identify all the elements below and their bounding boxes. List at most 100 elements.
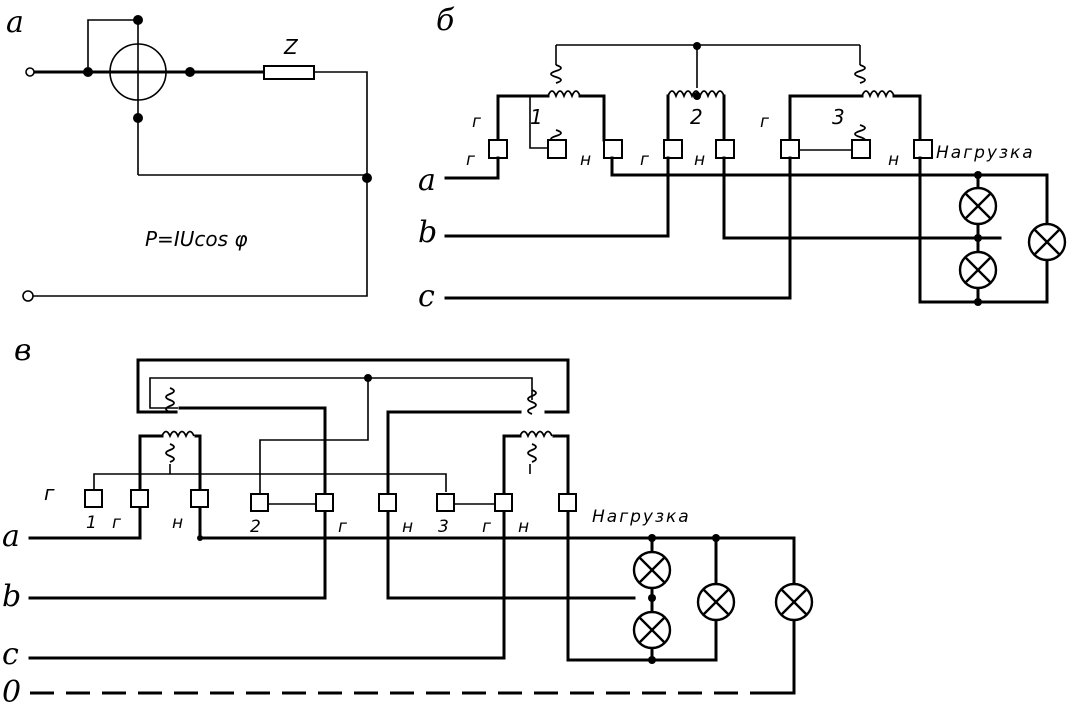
phase-b-label: b: [418, 215, 437, 250]
phase-a-line: [444, 156, 500, 180]
mark-n: н: [402, 517, 413, 537]
junction: [133, 15, 143, 25]
junction: [693, 92, 701, 100]
load-circuit: [30, 71, 368, 297]
mark-n: н: [580, 150, 591, 170]
element-3-coils: [854, 64, 895, 144]
junction: [648, 656, 656, 664]
terminal-n-1: [190, 489, 209, 508]
load-a-bus: [198, 506, 796, 586]
impedance-label: Z: [283, 35, 299, 59]
left-element-link: [178, 406, 327, 498]
phase-c-line: [28, 510, 506, 660]
mark-1: 1: [86, 513, 97, 533]
mark-3: 3: [438, 517, 449, 537]
terminal-3-n: [913, 139, 933, 159]
diagram-v-label: в: [14, 333, 31, 368]
right-element-coils: [519, 389, 553, 463]
terminal-v-1: [84, 489, 103, 508]
element-3-current-out: [892, 94, 922, 142]
junction: [197, 535, 203, 541]
load-label: Нагрузка: [592, 507, 691, 527]
input-terminal-bottom: [22, 290, 34, 302]
element-1-current-out: [578, 94, 606, 142]
mark-g: г: [44, 481, 55, 505]
voltage-crossbar: [93, 473, 447, 492]
terminal-n-2: [378, 493, 397, 512]
terminal-1-v: [547, 139, 567, 159]
coil-number-1: 1: [530, 105, 543, 129]
impedance-resistor: [263, 65, 315, 80]
terminal-1-g: [488, 139, 508, 159]
left-element-coils: [161, 387, 195, 463]
mark-g: г: [482, 517, 491, 537]
phase-a-line: [28, 506, 142, 540]
load-c-bus: [566, 510, 718, 662]
terminal-1-n: [603, 139, 623, 159]
phase-c-line: [444, 156, 792, 300]
junction: [362, 173, 372, 183]
terminal-2-g: [663, 139, 683, 159]
load-b-bus: [386, 510, 636, 600]
mark-g: г: [640, 150, 649, 170]
phase-a-label: a: [2, 519, 20, 554]
load-label: Нагрузка: [936, 143, 1035, 163]
right-element-link: [386, 410, 522, 498]
junction: [974, 234, 982, 242]
terminal-g-1: [130, 489, 149, 508]
voltage-link-2: [259, 378, 369, 496]
right-current-in: [502, 434, 522, 498]
element-1-coils: [547, 64, 581, 149]
terminal-g-2: [315, 493, 334, 512]
outer-voltage-loop: [136, 358, 570, 414]
phase-a-label: a: [418, 163, 436, 198]
phase-b-label: b: [2, 579, 21, 614]
mark-n: н: [888, 150, 899, 170]
terminal-3-v: [851, 139, 871, 159]
element-1-voltage: [529, 96, 548, 149]
inner-voltage-loop: [149, 377, 533, 409]
junction: [185, 67, 195, 77]
diagram-a-label: а: [6, 5, 24, 40]
terminal-3-g: [780, 139, 800, 159]
right-current-out: [552, 434, 570, 498]
mark-2: 2: [250, 517, 261, 537]
junction: [712, 534, 720, 542]
input-terminal-top: [25, 67, 35, 77]
junction: [648, 534, 656, 542]
neutral-label: 0: [2, 675, 21, 708]
diagram-b: б 1 2 3 г г н: [418, 3, 1067, 314]
element-1-current-in: [496, 94, 550, 152]
voltage-loop: [87, 19, 139, 72]
phase-c-label: c: [418, 279, 435, 314]
phase-b-line: [28, 510, 327, 600]
diagram-v: в г 1 г н 2: [2, 333, 814, 708]
mark-n: н: [172, 513, 183, 533]
terminal-n-3: [558, 493, 577, 512]
junction: [974, 171, 982, 179]
coil-number-3: 3: [832, 105, 845, 129]
diagram-b-label: б: [436, 3, 455, 38]
load-a-line: [610, 156, 1049, 230]
mark-n: н: [694, 150, 705, 170]
mark-g: г: [466, 150, 475, 170]
terminal-v-3: [436, 493, 455, 512]
neutral-to-lamp: [758, 618, 796, 695]
junction: [974, 298, 982, 306]
mark-g: г: [112, 513, 121, 533]
terminal-g-3: [494, 493, 513, 512]
mark-n: н: [518, 517, 529, 537]
left-current-in: [138, 434, 164, 498]
mark-g: г: [760, 112, 769, 132]
power-formula: P=IUcos φ: [145, 227, 248, 251]
terminal-v-2: [250, 493, 269, 512]
element-2-coils: [667, 90, 725, 99]
junction: [83, 67, 93, 77]
left-current-out: [194, 434, 202, 498]
load-c-line: [918, 156, 1049, 304]
terminal-2-n: [715, 139, 735, 159]
phase-b-line: [444, 156, 670, 238]
element-3-current-in: [788, 94, 864, 142]
mark-g: г: [472, 112, 481, 132]
